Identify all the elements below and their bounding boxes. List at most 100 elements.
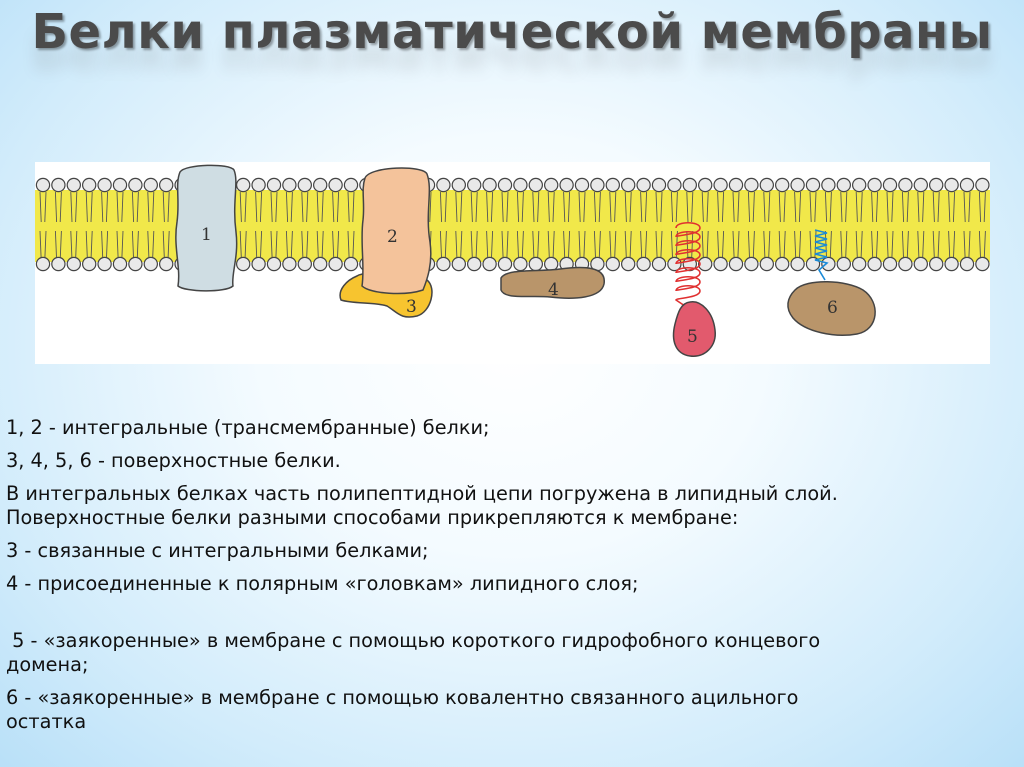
lipid-tail xyxy=(460,191,463,223)
lipid-head xyxy=(544,256,559,272)
lipid-tail xyxy=(105,230,109,261)
lipid-head xyxy=(913,177,929,193)
lipid-head xyxy=(343,256,359,272)
lipid-head xyxy=(158,256,174,272)
lipid-head xyxy=(467,177,482,193)
lipid-tail xyxy=(655,191,658,223)
label-1: 1 xyxy=(201,225,212,245)
lipid-tail xyxy=(860,191,863,223)
lipid-head xyxy=(313,256,328,272)
lipid-tail xyxy=(747,191,751,223)
lipid-tail xyxy=(70,191,73,223)
lipid-tail xyxy=(983,230,986,261)
lipid-tail xyxy=(239,230,242,261)
lipid-tail xyxy=(547,191,550,223)
lipid-tail xyxy=(131,230,135,261)
lipid-tail xyxy=(917,191,920,223)
lipid-tail xyxy=(778,191,781,223)
lipid-tail xyxy=(840,191,843,223)
lipid-tail xyxy=(352,191,355,223)
lipid-tail xyxy=(444,230,447,261)
desc-item-5: 5 - «заякоренные» в мембране с помощью к… xyxy=(6,605,1016,677)
lipid-head xyxy=(328,177,343,193)
lipid-tail xyxy=(136,191,139,223)
lipid-tails xyxy=(39,191,986,261)
lipid-tail xyxy=(501,191,504,223)
lipid-tail xyxy=(706,191,709,223)
lipid-head xyxy=(867,256,882,272)
lipid-tail xyxy=(593,230,597,261)
lipid-tail xyxy=(90,230,93,261)
lipid-heads xyxy=(35,177,990,272)
lipid-tail xyxy=(552,230,555,261)
lipid-tail xyxy=(871,230,874,261)
lipid-tail xyxy=(116,230,119,261)
lipid-tail xyxy=(347,230,350,261)
lipid-head xyxy=(297,177,312,193)
lipid-head xyxy=(112,177,128,193)
lipid-tail xyxy=(285,191,289,223)
lipid-head xyxy=(35,256,51,272)
lipid-head xyxy=(821,256,836,272)
lipid-head xyxy=(328,256,343,272)
lipid-tail xyxy=(44,230,47,261)
lipid-head xyxy=(251,177,266,193)
lipid-tail xyxy=(54,230,58,261)
lipid-tail xyxy=(906,230,909,261)
lipid-tail xyxy=(855,191,858,223)
lipid-tail xyxy=(301,191,304,223)
lipid-tail xyxy=(952,191,956,223)
lipid-tail xyxy=(490,230,494,261)
lipid-head xyxy=(574,177,590,193)
lipid-head xyxy=(528,177,543,193)
lipid-tail xyxy=(39,230,42,261)
lipid-head xyxy=(605,256,621,272)
lipid-tail xyxy=(686,230,689,261)
lipid-tail xyxy=(840,230,843,261)
lipid-tail xyxy=(136,230,139,261)
lipid-head xyxy=(528,256,543,272)
lipid-tail xyxy=(614,191,617,223)
lipid-tail xyxy=(875,191,879,223)
lipid-tail xyxy=(675,191,678,223)
lipid-head xyxy=(882,256,898,272)
lipid-tail xyxy=(321,230,324,261)
lipid-tail xyxy=(332,191,335,223)
lipid-tail xyxy=(105,191,109,223)
lipid-tail xyxy=(101,191,104,223)
lipid-tail xyxy=(752,191,755,223)
lipid-head xyxy=(698,177,713,193)
lipid-tail xyxy=(470,230,473,261)
lipid-head xyxy=(235,177,251,193)
lipid-head xyxy=(790,256,805,272)
lipid-tail xyxy=(455,191,458,223)
lipid-tail xyxy=(85,191,88,223)
lipid-tail xyxy=(752,230,755,261)
lipid-tail xyxy=(691,191,694,223)
lipid-head xyxy=(66,177,82,193)
lipid-tail xyxy=(475,191,478,223)
lipid-tail xyxy=(829,230,832,261)
lipid-tail xyxy=(871,191,874,223)
lipid-tail xyxy=(306,230,309,261)
lipid-tail xyxy=(147,191,150,223)
lipid-tail xyxy=(670,191,674,223)
lipid-tail xyxy=(521,191,524,223)
lipid-tail xyxy=(167,230,170,261)
lipid-tail xyxy=(516,230,520,261)
lipid-head xyxy=(97,256,112,272)
lipid-head xyxy=(959,177,975,193)
lipid-head xyxy=(482,177,497,193)
lipid-tail xyxy=(270,230,273,261)
lipid-tail xyxy=(439,230,443,261)
lipid-head xyxy=(482,256,497,272)
lipid-head xyxy=(975,177,990,193)
lipid-head xyxy=(929,177,944,193)
lipid-tail xyxy=(952,230,956,261)
lipid-head xyxy=(297,256,312,272)
lipid-tail xyxy=(609,230,612,261)
lipid-tail xyxy=(537,191,540,223)
desc-explanation-line2: Поверхностные белки разными способами пр… xyxy=(6,506,739,529)
lipid-tail xyxy=(583,191,586,223)
membrane-svg: 1 2 3 4 5 6 xyxy=(35,164,990,357)
